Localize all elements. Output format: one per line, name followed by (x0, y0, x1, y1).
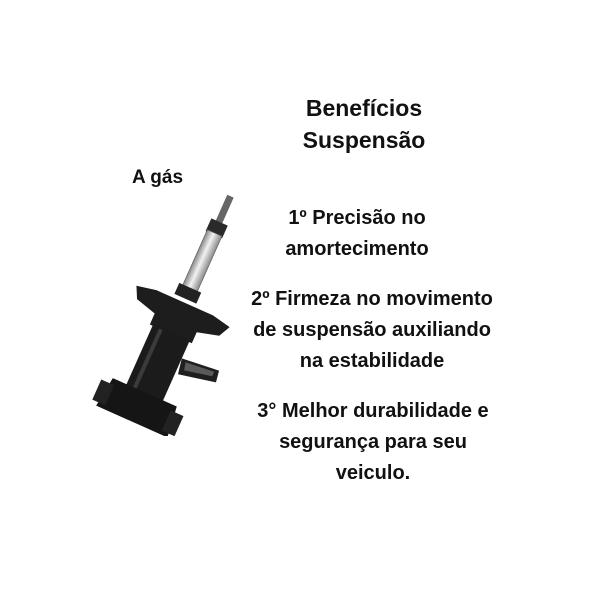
shock-rod (181, 229, 223, 294)
shock-seal (174, 282, 202, 304)
benefit-2-line-3: na estabilidade (299, 350, 445, 372)
benefit-1-line-1: 1º Precisão no (288, 207, 426, 229)
benefit-1: 1º Precisão no amortecimento (258, 203, 456, 265)
shock-stud (215, 194, 234, 226)
benefit-2-line-1: 2º Firmeza no movimento (251, 288, 493, 310)
shock-absorber-icon (92, 194, 234, 436)
title-line-2: Suspensão (302, 127, 426, 153)
benefit-2: 2º Firmeza no movimento de suspensão aux… (220, 284, 524, 377)
title-line-1: Benefícios (305, 95, 423, 121)
benefit-2-line-2: de suspensão auxiliando (253, 319, 491, 341)
benefit-3-line-1: 3° Melhor durabilidade e (257, 400, 489, 422)
page-title: Benefícios Suspensão (250, 92, 478, 156)
gas-label: A gás (132, 167, 184, 188)
benefit-3-line-3: veiculo. (335, 462, 411, 484)
benefit-1-line-2: amortecimento (285, 238, 429, 260)
benefit-3: 3° Melhor durabilidade e segurança para … (222, 396, 524, 489)
benefit-3-line-2: segurança para seu (279, 431, 467, 453)
knuckle-clamp (96, 378, 177, 436)
